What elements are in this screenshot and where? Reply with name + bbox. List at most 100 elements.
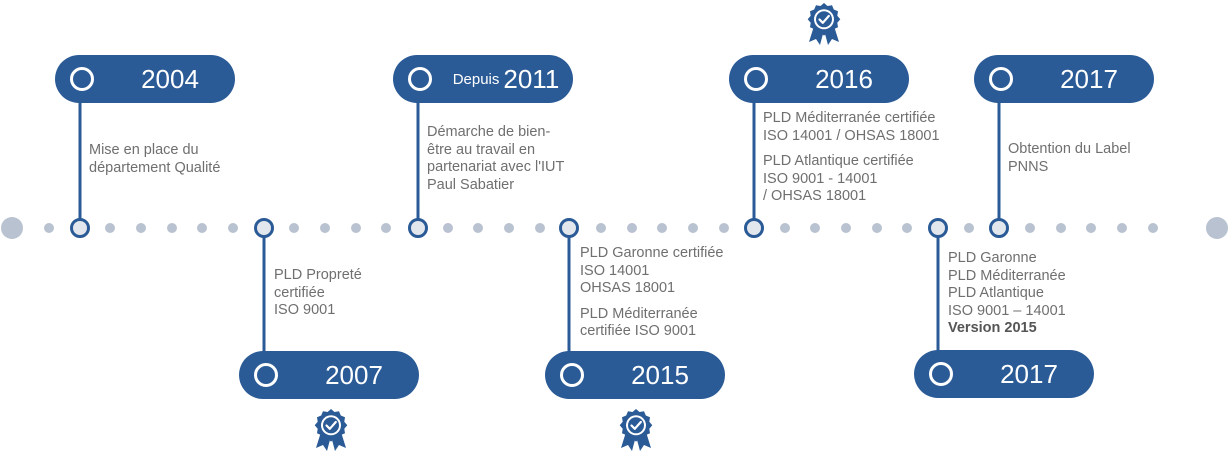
timeline-connector: [262, 228, 266, 356]
year-label: 2017: [1000, 358, 1058, 389]
description-line: ISO 14001 / OHSAS 18001: [763, 127, 940, 144]
timeline-connector: [752, 100, 756, 228]
timeline-dot: [136, 223, 146, 233]
timeline-dot: [44, 223, 54, 233]
description-line: PLD Atlantique: [948, 285, 1044, 301]
timeline-marker: [744, 218, 764, 238]
pill-circle-icon: [70, 67, 94, 91]
description-line: PLD Propreté: [274, 267, 362, 283]
pill-circle-icon: [254, 363, 278, 387]
description-line: Démarche de bien-: [427, 124, 551, 140]
timeline-connector: [416, 100, 420, 228]
timeline-dot: [535, 223, 545, 233]
timeline-dot: [841, 223, 851, 233]
timeline-dot: [197, 223, 207, 233]
year-pill-2016: 2016: [729, 55, 909, 103]
timeline-end-dot: [1206, 217, 1228, 239]
description-line: être au travail en: [427, 141, 536, 158]
timeline-dot: [1148, 223, 1158, 233]
description-line: Obtention du Label: [1008, 141, 1131, 157]
description-line: OHSAS 18001: [580, 280, 676, 296]
milestone-description: PLD Méditerranée certifiée ISO 14001 / O…: [763, 110, 940, 206]
timeline-dot: [105, 223, 115, 233]
timeline-dot: [228, 223, 238, 233]
description-line-bold: Version 2015: [948, 320, 1037, 336]
description-line: Paul Sabatier: [427, 176, 515, 193]
timeline-start-dot: [1, 217, 23, 239]
description-line: PLD Méditerranée: [580, 305, 698, 322]
milestone-description: Démarche de bien- être au travail en par…: [427, 124, 564, 194]
description-line: partenariat avec l'IUT: [427, 159, 565, 175]
timeline-dot: [780, 223, 790, 233]
timeline-connector: [936, 228, 940, 356]
timeline-dot: [504, 223, 514, 233]
timeline-dot: [596, 223, 606, 233]
timeline-connector: [997, 100, 1001, 228]
year-label: 2017: [1060, 63, 1118, 94]
year-pill-2017-above: 2017: [974, 55, 1154, 103]
timeline-dot: [872, 223, 882, 233]
description-line: ISO 14001: [580, 262, 650, 279]
timeline-dot: [351, 223, 361, 233]
timeline-dot: [902, 223, 912, 233]
timeline-dot: [688, 223, 698, 233]
timeline-dot: [1025, 223, 1035, 233]
timeline-marker: [254, 218, 274, 238]
pill-circle-icon: [408, 67, 432, 91]
description-line: ISO 9001 - 14001: [763, 170, 878, 187]
timeline-marker: [928, 218, 948, 238]
timeline-connector: [78, 100, 82, 228]
timeline-dot: [443, 223, 453, 233]
year-label: 2016: [815, 63, 873, 94]
timeline-dot: [719, 223, 729, 233]
description-line: ISO 9001: [274, 302, 336, 318]
timeline-dot: [320, 223, 330, 233]
milestone-description: PLD Garonne PLD Méditerranée PLD Atlanti…: [948, 250, 1066, 338]
description-line: / OHSAS 18001: [763, 188, 867, 204]
milestone-description: Mise en place du département Qualité: [89, 142, 220, 177]
timeline-dot: [473, 223, 483, 233]
year-prefix: Depuis: [452, 70, 500, 88]
timeline-dot: [1056, 223, 1066, 233]
timeline-marker: [408, 218, 428, 238]
year-pill-2004: 2004: [55, 55, 235, 103]
description-line: PLD Méditerranée certifiée: [763, 110, 936, 126]
description-line: certifiée ISO 9001: [580, 323, 697, 339]
timeline-dot: [964, 223, 974, 233]
timeline-dot: [810, 223, 820, 233]
year-pill-2017-below: 2017: [914, 350, 1094, 398]
timeline-dot: [381, 223, 391, 233]
description-line: PLD Garonne certifiée: [580, 245, 724, 261]
year-label: 2007: [325, 359, 383, 390]
certification-badge-icon: [313, 408, 349, 452]
year-pill-2007: 2007: [239, 351, 419, 399]
description-line: PNNS: [1008, 158, 1049, 175]
timeline-marker: [559, 218, 579, 238]
pill-circle-icon: [744, 67, 768, 91]
year-label: 2015: [631, 359, 689, 390]
description-line: PLD Méditerranée: [948, 267, 1066, 284]
timeline-dot: [657, 223, 667, 233]
milestone-description: PLD Garonne certifiée ISO 14001 OHSAS 18…: [580, 245, 723, 341]
description-line: Mise en place du: [89, 142, 199, 158]
description-line: département Qualité: [89, 159, 221, 176]
description-line: certifiée: [274, 284, 325, 301]
description-line: ISO 9001 – 14001: [948, 302, 1066, 319]
description-line: PLD Atlantique certifiée: [763, 153, 914, 169]
certification-badge-icon: [806, 2, 842, 46]
year-pill-2015: 2015: [545, 351, 725, 399]
pill-circle-icon: [989, 67, 1013, 91]
milestone-description: PLD Propreté certifiée ISO 9001: [274, 267, 362, 320]
timeline-dot: [1117, 223, 1127, 233]
timeline-connector: [567, 228, 571, 356]
timeline-dot: [289, 223, 299, 233]
timeline-dot: [627, 223, 637, 233]
timeline-marker: [989, 218, 1009, 238]
pill-circle-icon: [560, 363, 584, 387]
certification-badge-icon: [618, 408, 654, 452]
timeline-marker: [70, 218, 90, 238]
year-label: 2004: [141, 63, 199, 94]
pill-circle-icon: [929, 362, 953, 386]
